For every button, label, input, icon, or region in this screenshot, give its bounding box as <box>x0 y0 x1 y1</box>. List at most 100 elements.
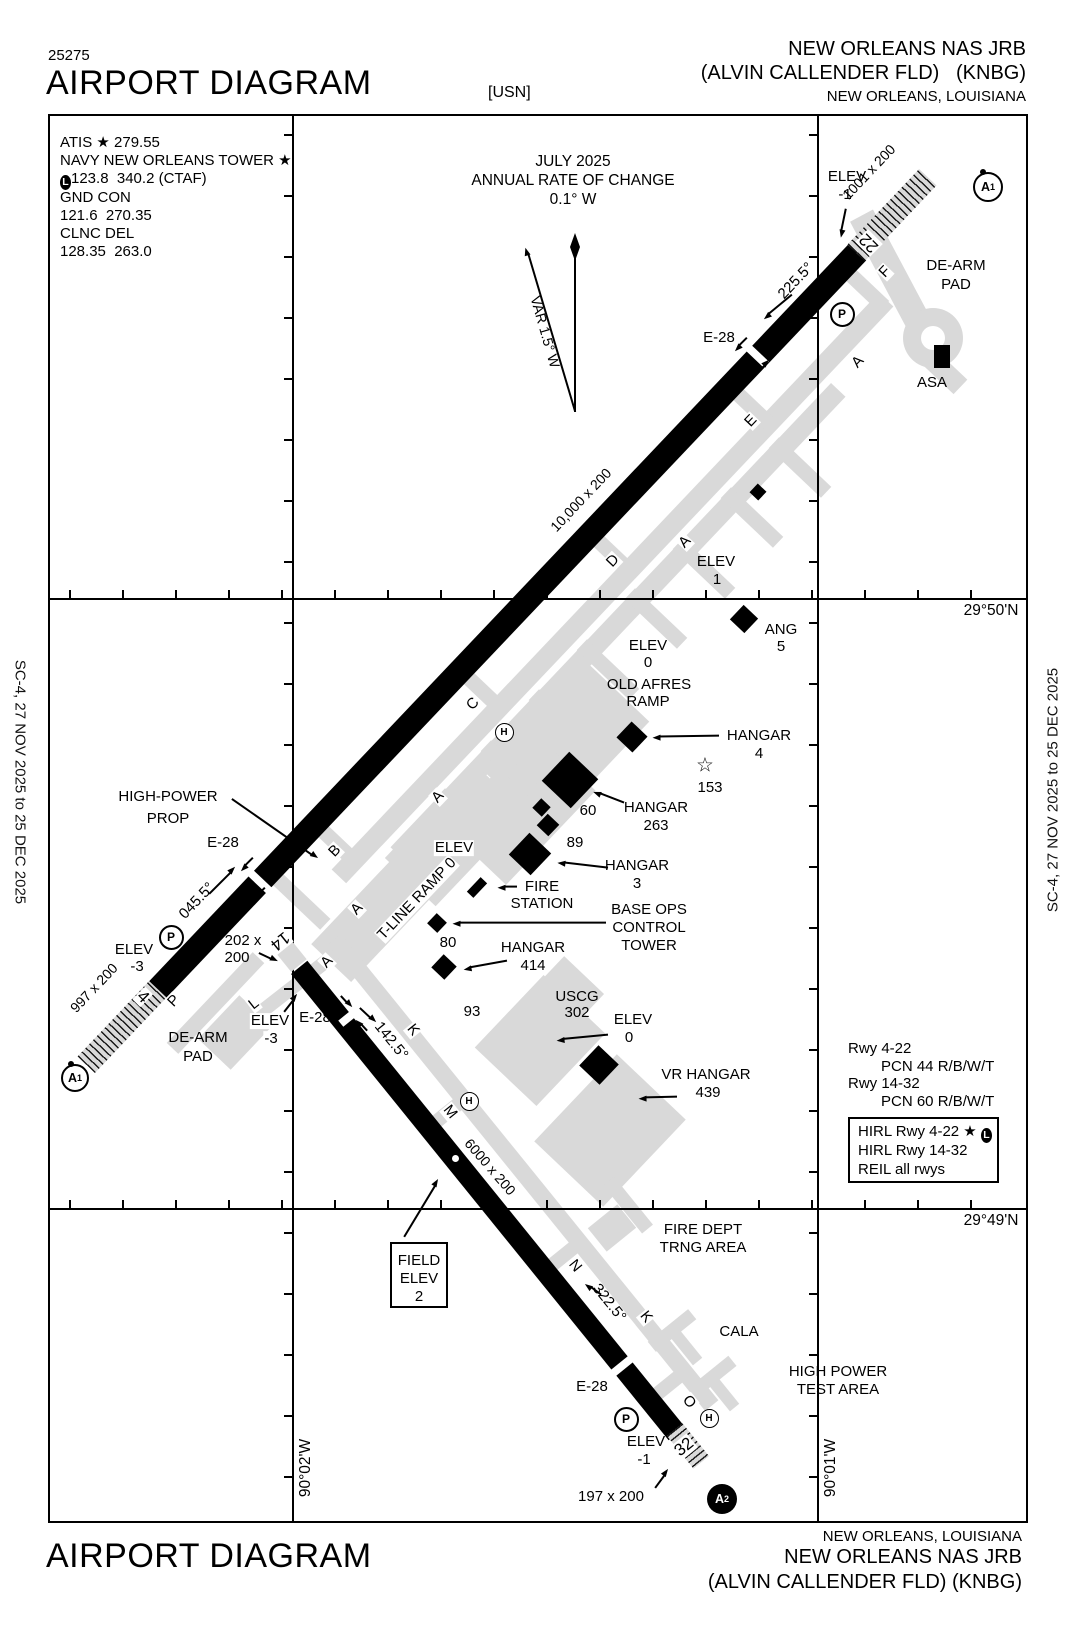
map-label: E-28 <box>207 834 239 852</box>
map-label: -3 <box>263 1030 279 1048</box>
map-label: ELEV <box>249 1012 291 1030</box>
grid-tick <box>809 1171 818 1173</box>
grid-tick <box>809 195 818 197</box>
runway-info-line: PCN 60 R/B/W/T <box>881 1093 995 1111</box>
map-label: FIRE DEPT <box>663 1221 743 1239</box>
footer-title: AIRPORT DIAGRAM <box>46 1537 372 1575</box>
leader-arrow-head <box>837 229 846 239</box>
leader-arrow <box>563 862 609 869</box>
lighting-line: HIRL Rwy 14-32 <box>858 1142 968 1159</box>
map-label: FIRE <box>524 878 560 896</box>
grid-parallel <box>48 1208 1028 1210</box>
map-label: VR HANGAR <box>661 1066 751 1084</box>
grid-tick <box>599 590 601 599</box>
longitude-label: 90°01'W <box>821 1437 840 1499</box>
footer-airport-subname: (ALVIN CALLENDER FLD) (KNBG) <box>707 1571 1022 1593</box>
map-label: HIGH-POWER <box>118 788 218 806</box>
north-arrow-head <box>570 233 580 261</box>
magnetic-north-arrow-head <box>522 246 531 257</box>
lighting-line: HIRL Rwy 4-22 ★ L <box>858 1124 992 1143</box>
grid-tick <box>284 1171 293 1173</box>
building-fire-station <box>466 876 488 898</box>
map-label: 2 <box>414 1288 424 1306</box>
grid-tick <box>811 590 813 599</box>
grid-tick <box>809 561 818 563</box>
grid-tick <box>284 622 293 624</box>
grid-tick <box>284 256 293 258</box>
grid-tick <box>334 590 336 599</box>
grid-tick <box>284 378 293 380</box>
grid-tick <box>809 1354 818 1356</box>
north-arrow-line <box>574 240 576 412</box>
longitude-label: 90°02'W <box>296 1437 315 1499</box>
map-label: HIGH POWER <box>788 1363 888 1381</box>
grid-tick <box>284 683 293 685</box>
grid-tick <box>284 1354 293 1356</box>
grid-tick <box>284 927 293 929</box>
map-label: RAMP <box>626 693 670 711</box>
leader-arrow <box>459 922 606 924</box>
grid-tick <box>284 744 293 746</box>
map-label: 153 <box>697 779 723 797</box>
field-elev-box <box>390 1242 448 1308</box>
grid-tick <box>334 1200 336 1209</box>
grid-tick <box>546 1200 548 1209</box>
grid-tick <box>281 1200 283 1209</box>
runway-info-line: Rwy 4-22 <box>848 1040 912 1057</box>
runway-dot <box>451 1154 459 1162</box>
grid-tick <box>122 590 124 599</box>
map-label: PAD <box>183 1048 213 1066</box>
grid-tick <box>284 1415 293 1417</box>
map-label: 263 <box>643 817 669 835</box>
latitude-label: 29°49'N <box>962 1211 1020 1230</box>
grid-tick <box>809 622 818 624</box>
pad-dot <box>68 1061 74 1067</box>
map-label: USCG <box>555 988 599 1006</box>
grid-tick <box>284 1293 293 1295</box>
map-label: -1 <box>637 1451 651 1469</box>
map-label: CALA <box>719 1323 759 1341</box>
map-label: ELEV <box>626 1433 666 1451</box>
grid-tick <box>284 1110 293 1112</box>
grid-tick <box>809 744 818 746</box>
grid-tick <box>809 805 818 807</box>
airport-subname: (ALVIN CALLENDER FLD) (KNBG) <box>700 62 1026 84</box>
parking-circle: P <box>829 301 855 327</box>
grid-tick <box>809 866 818 868</box>
taxiway-segment <box>331 292 893 884</box>
map-label: STATION <box>510 895 574 913</box>
parking-circle: P <box>158 924 184 950</box>
map-label: ELEV <box>399 1270 439 1288</box>
map-label: BASE OPS <box>611 901 687 919</box>
map-label: ELEV <box>827 168 867 186</box>
map-label: TOWER <box>621 937 677 955</box>
grid-tick <box>809 988 818 990</box>
helipad-circle: H <box>699 1408 719 1428</box>
grid-tick <box>864 1200 866 1209</box>
page-title: AIRPORT DIAGRAM <box>46 64 372 102</box>
grid-tick <box>175 1200 177 1209</box>
grid-tick <box>809 134 818 136</box>
map-label: 0.1° W <box>549 190 597 208</box>
map-label: -3 <box>130 958 144 976</box>
map-label: ELEV <box>114 941 154 959</box>
grid-tick <box>809 256 818 258</box>
grid-tick <box>809 439 818 441</box>
grid-tick <box>809 1476 818 1478</box>
helipad-circle: H <box>494 722 514 742</box>
map-label: E-28 <box>703 329 735 347</box>
map-label: 1 <box>712 571 722 589</box>
footer-airport-name: NEW ORLEANS NAS JRB <box>784 1546 1022 1568</box>
grid-tick <box>284 134 293 136</box>
map-label: OLD AFRES <box>606 676 692 694</box>
grid-tick <box>284 500 293 502</box>
grid-tick <box>228 1200 230 1209</box>
map-label: 197 x 200 <box>578 1488 644 1506</box>
grid-tick <box>228 590 230 599</box>
comm-line: 121.6 270.35 <box>60 206 152 224</box>
leader-arrow-head <box>452 920 461 927</box>
